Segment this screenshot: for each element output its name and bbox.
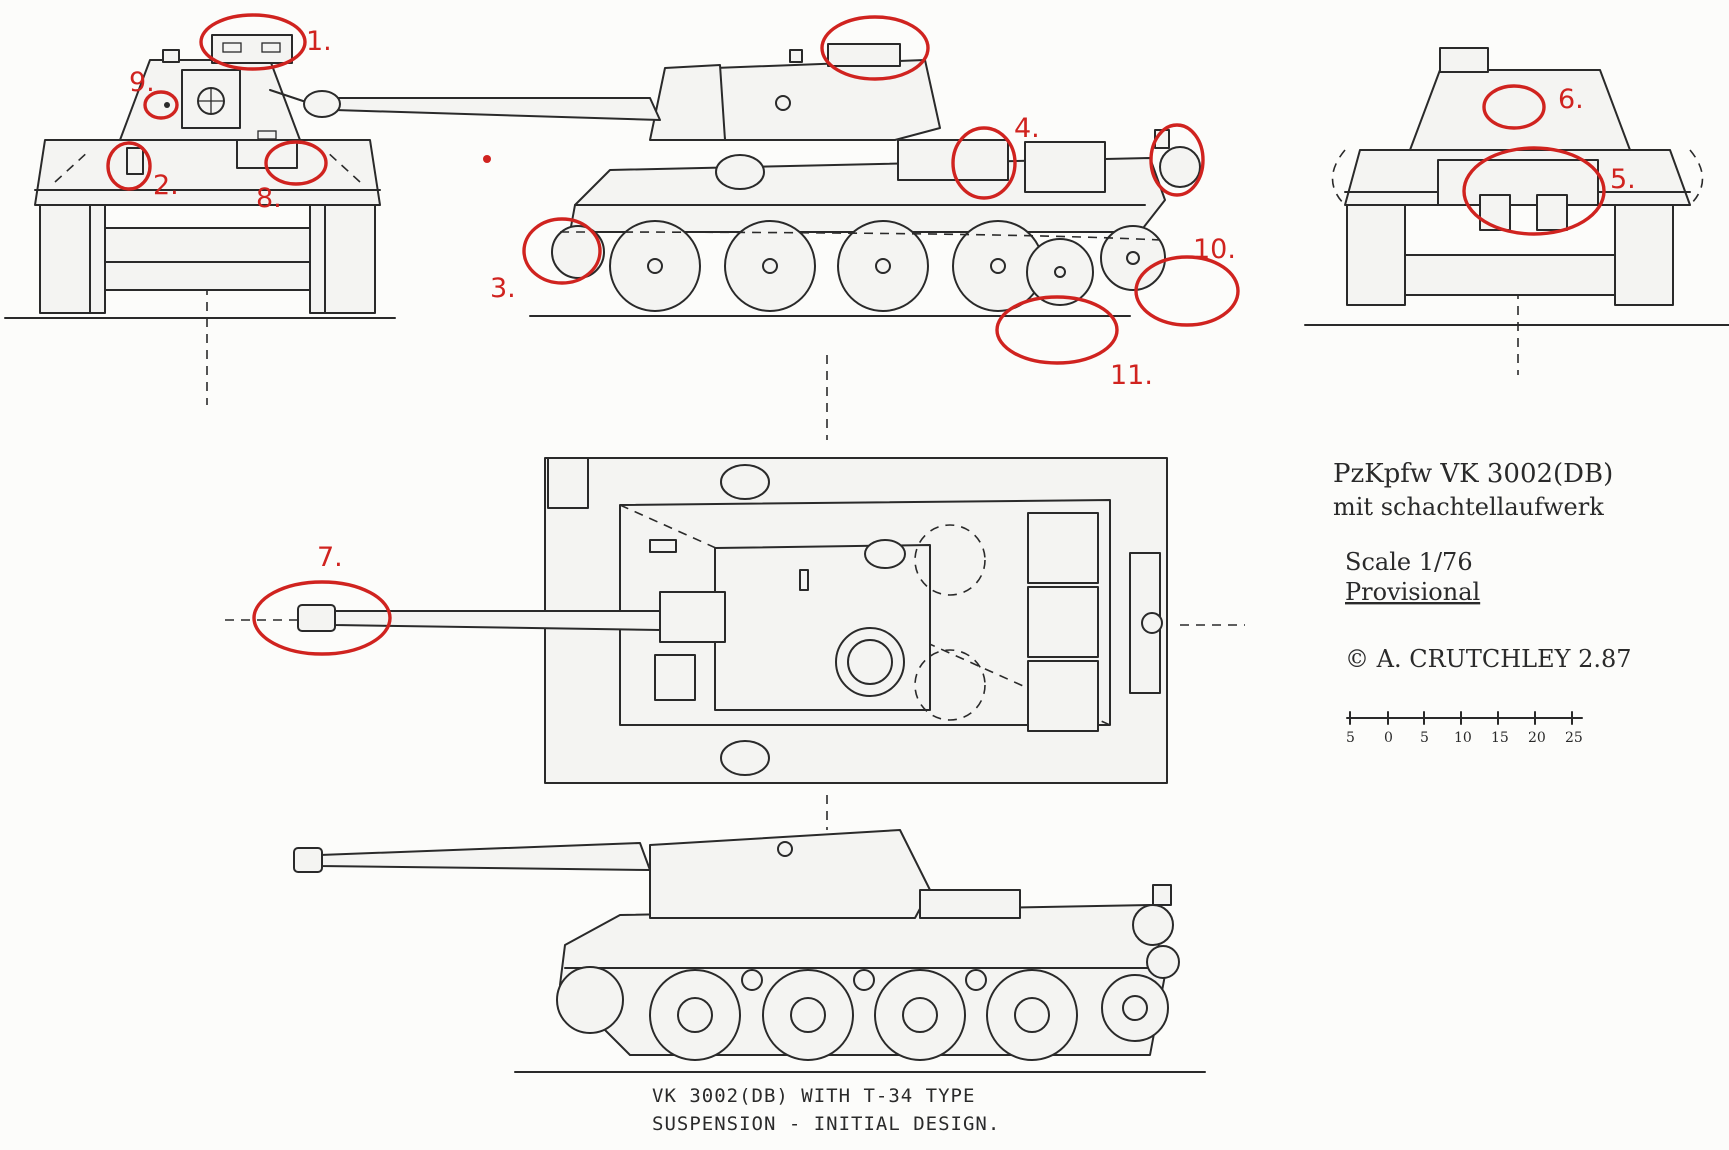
status-label: Provisional <box>1345 578 1480 606</box>
callout-label-10: 10. <box>1193 234 1236 265</box>
scale-tick-7: 25 <box>1565 730 1583 746</box>
scale-tick-3: 5 <box>1420 730 1429 746</box>
rear-view <box>1304 47 1729 375</box>
callout-label-9: 9. <box>129 67 155 98</box>
scale-tick-2: 0 <box>1384 730 1393 746</box>
caption-line-2: SUSPENSION - INITIAL DESIGN. <box>652 1113 1000 1135</box>
callout-label-8: 8. <box>256 183 282 214</box>
title-designation: PzKpfw VK 3002(DB) <box>1333 459 1613 489</box>
lower-side-view-wheels <box>556 966 1169 1061</box>
callout-label-7: 7. <box>317 542 343 573</box>
title-block: PzKpfw VK 3002(DB) mit schachtellaufwerk… <box>1333 459 1632 746</box>
side-view-wheels <box>551 220 1166 312</box>
lower-side-view <box>293 795 1206 1073</box>
callout-label-11: 11. <box>1110 360 1153 391</box>
front-view <box>4 13 396 405</box>
scale-tick-6: 20 <box>1528 730 1546 746</box>
caption-line-1: VK 3002(DB) WITH T-34 TYPE <box>652 1085 975 1107</box>
plan-view <box>225 457 1245 784</box>
scale-tick-1: 5 <box>1346 730 1355 746</box>
callout-label-4: 4. <box>1014 113 1040 144</box>
caption: VK 3002(DB) WITH T-34 TYPE SUSPENSION - … <box>652 1085 1000 1135</box>
callout-label-2: 2. <box>153 170 179 201</box>
side-view <box>303 15 1240 440</box>
callout-labels: 1. 2. 3. 4. 5. 6. 7. 8. 9. 10. 11. <box>129 26 1636 573</box>
copyright-label: © A. CRUTCHLEY 2.87 <box>1345 645 1632 673</box>
scale-tick-5: 15 <box>1491 730 1509 746</box>
callout-label-5: 5. <box>1610 164 1636 195</box>
callout-label-6: 6. <box>1558 84 1584 115</box>
scale-label: Scale 1/76 <box>1345 548 1473 576</box>
scale-tick-4: 10 <box>1454 730 1472 746</box>
scale-bar: 5 0 5 10 15 20 25 <box>1346 711 1583 746</box>
callout-label-3: 3. <box>490 273 516 304</box>
callout-label-1: 1. <box>306 26 332 57</box>
title-subtitle: mit schachtellaufwerk <box>1333 493 1604 521</box>
